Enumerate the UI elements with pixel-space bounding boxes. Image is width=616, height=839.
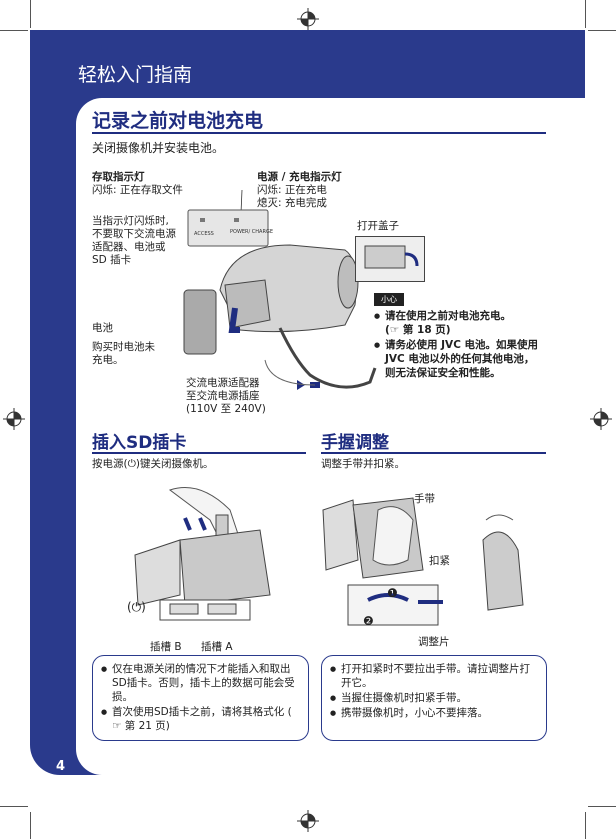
crop-mark	[30, 0, 31, 28]
grip-note-box: 打开扣紧时不要拉出手带。请拉调整片打开它。 当握住摄像机时扣紧手带。 携带摄像机…	[321, 655, 547, 741]
indicator-warning: 当指示灯闪烁时, 不要取下交流电源 适配器、电池或 SD 插卡	[92, 215, 176, 266]
slot-b-label: 插槽 B	[150, 641, 182, 653]
sd-subtitle: 按电源(⏻)键关闭摄像机。	[92, 458, 214, 470]
sd-note-item: 仅在电源关闭的情况下才能插入和取出SD插卡。否则，插卡上的数据可能会受损。	[101, 662, 301, 704]
section-subtitle: 关闭摄像机并安装电池。	[92, 141, 225, 155]
battery-label: 电池	[92, 322, 113, 334]
crop-mark	[588, 30, 616, 31]
registration-mark-icon	[297, 8, 319, 30]
step-1-marker: ❶	[387, 586, 398, 600]
strap-label: 手带	[414, 493, 435, 505]
access-indicator-desc: 闪烁: 正在存取文件	[92, 184, 183, 196]
crop-mark	[585, 0, 586, 28]
slot-a-label: 插槽 A	[201, 641, 233, 653]
step-2-marker: ❷	[363, 614, 374, 628]
page-title: 轻松入门指南	[78, 64, 193, 86]
section-rule	[92, 452, 306, 454]
sd-note-item: 首次使用SD插卡之前，请将其格式化 ( ☞ 第 21 页)	[101, 705, 301, 733]
access-indicator-title: 存取指示灯	[92, 171, 145, 183]
section-title-grip: 手握调整	[321, 433, 389, 453]
grip-note-item: 当握住摄像机时扣紧手带。	[330, 691, 538, 705]
crop-mark	[0, 30, 28, 31]
crop-mark	[588, 806, 616, 807]
tab-label: 调整片	[418, 636, 450, 648]
open-cover-inset	[355, 236, 425, 282]
grip-note-item: 打开扣紧时不要拉出手带。请拉调整片打开它。	[330, 662, 538, 690]
open-cover-label: 打开盖子	[357, 220, 399, 232]
registration-mark-icon	[3, 408, 25, 430]
camera-charging-illustration: ACCESS POWER/ CHARGE	[183, 190, 377, 390]
panel-access-text: ACCESS	[194, 231, 214, 237]
caution-list: 请在使用之前对电池充电。 (☞ 第 18 页) 请务必使用 JVC 电池。如果使…	[374, 309, 544, 381]
page-number: 4	[56, 759, 66, 774]
grip-subtitle: 调整手带并扣紧。	[321, 458, 405, 470]
power-indicator-desc: 闪烁: 正在充电 熄灭: 充电完成	[257, 184, 327, 209]
battery-note: 购买时电池未 充电。	[92, 341, 155, 366]
section-rule	[92, 132, 546, 134]
registration-mark-icon	[297, 810, 319, 832]
panel-power-text: POWER/ CHARGE	[230, 229, 273, 235]
fasten-label: 扣紧	[429, 555, 450, 567]
section-title-charge: 记录之前对电池充电	[92, 110, 264, 132]
power-indicator-title: 电源 / 充电指示灯	[257, 171, 342, 183]
section-title-sd: 插入SD插卡	[92, 433, 187, 453]
grip-illustration	[322, 497, 524, 626]
power-symbol: (⏻)	[127, 600, 146, 614]
caution-badge: 小心	[374, 293, 404, 306]
grip-note-item: 携带摄像机时，小心不要摔落。	[330, 706, 538, 720]
caution-item: 请务必使用 JVC 电池。如果使用 JVC 电池以外的任何其他电池，则无法保证安…	[374, 338, 544, 380]
crop-mark	[585, 812, 586, 839]
ac-adapter-label: 交流电源适配器 至交流电源插座 (110V 至 240V)	[186, 377, 266, 415]
sd-note-box: 仅在电源关闭的情况下才能插入和取出SD插卡。否则，插卡上的数据可能会受损。 首次…	[92, 655, 309, 741]
sd-card-illustration	[134, 487, 271, 621]
section-rule	[321, 452, 546, 454]
crop-mark	[30, 812, 31, 839]
registration-mark-icon	[590, 408, 612, 430]
caution-item: 请在使用之前对电池充电。 (☞ 第 18 页)	[374, 309, 544, 337]
crop-mark	[0, 806, 28, 807]
